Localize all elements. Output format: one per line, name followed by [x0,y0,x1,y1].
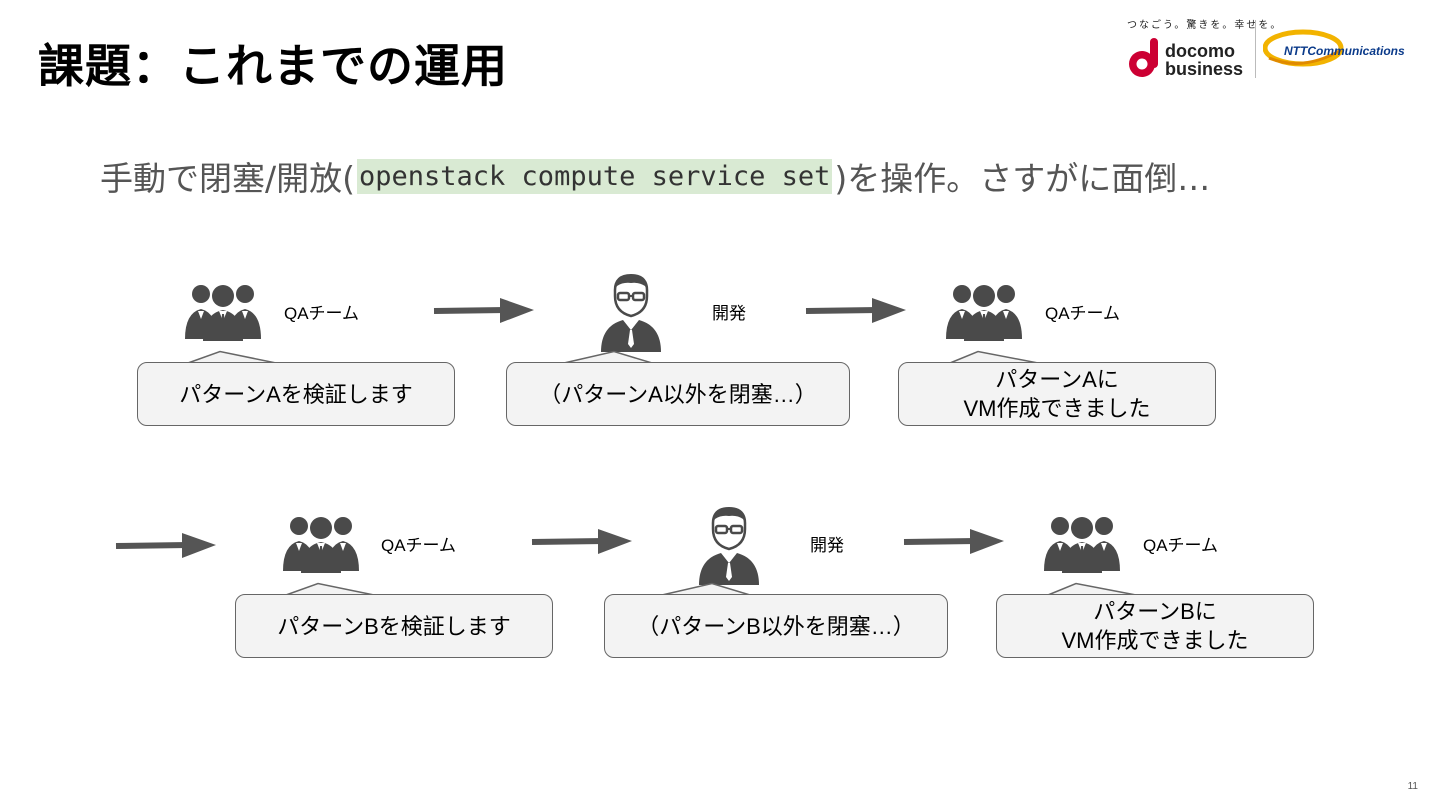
team-icon [281,513,361,573]
ntt-communications-logo: NTTCommunications [1284,44,1405,58]
subtitle: 手動で閉塞/開放( openstack compute service set … [100,152,1210,200]
speech-bubble: パターンAに VM作成できました [898,362,1216,426]
arrow-right-icon [531,529,632,554]
arrow-right-icon [805,298,906,323]
actor-label: QAチーム [1045,304,1121,323]
ntt-logo-icon [1263,29,1344,67]
actor-label: 開発 [810,536,844,555]
bubble-tail [187,350,277,364]
developer-icon [697,505,761,585]
team-icon [1042,513,1122,573]
team-icon [944,281,1024,341]
arrow-right-icon [903,529,1004,554]
actor-label: 開発 [712,304,746,323]
speech-bubble: パターンBに VM作成できました [996,594,1314,658]
brand-tagline: つなごう。驚きを。幸せを。 [1127,20,1283,31]
docomo-logo-line2: business [1165,59,1244,79]
docomo-logo-icon [1129,38,1158,77]
arrow-right-icon [115,533,216,558]
subtitle-suffix: )を操作。さすがに面倒… [834,159,1211,198]
bubble-tail [1047,582,1137,596]
docomo-logo-line1: docomo [1165,41,1235,61]
speech-bubble: （パターンB以外を閉塞…） [604,594,948,658]
actor-label: QAチーム [381,536,457,555]
speech-bubble: （パターンA以外を閉塞…） [506,362,850,426]
page-number: 11 [1407,781,1418,792]
team-icon [183,281,263,341]
slide-title: 課題：これまでの運用 [38,39,508,93]
speech-bubble: パターンBを検証します [235,594,553,658]
bubble-tail [661,582,751,596]
logo-divider [1255,20,1256,78]
docomo-business-logo: docomo business [1165,42,1243,78]
actor-label: QAチーム [1143,536,1219,555]
bubble-tail [949,350,1039,364]
speech-bubble: パターンAを検証します [137,362,455,426]
bubble-tail [285,582,375,596]
actor-label: QAチーム [284,304,360,323]
bubble-tail [563,350,653,364]
subtitle-prefix: 手動で閉塞/開放( [100,159,355,198]
subtitle-code: openstack compute service set [357,158,833,194]
arrow-right-icon [433,298,534,323]
developer-icon [599,272,663,352]
